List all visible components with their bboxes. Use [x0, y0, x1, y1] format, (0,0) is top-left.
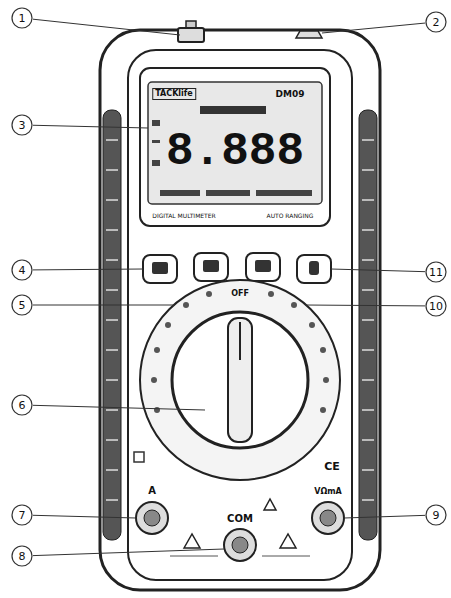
callout-circle [12, 115, 32, 135]
callout-circle [426, 12, 446, 32]
callout-circle [12, 295, 32, 315]
leader-line [33, 515, 136, 518]
jack-rating-lines [170, 556, 310, 557]
callout-circle [12, 260, 32, 280]
leader-line [322, 23, 425, 33]
callout-number: 5 [19, 300, 26, 311]
callout-circle [426, 296, 446, 316]
leader-line [331, 269, 425, 272]
panel-text: AUTO RANGING [267, 213, 314, 219]
input-jacks [136, 502, 344, 561]
lcd-icons [152, 120, 312, 196]
lcd-screen [148, 82, 322, 204]
callout-circle [426, 505, 446, 525]
side-grip [103, 110, 121, 540]
warning-triangles [184, 499, 296, 548]
housing [100, 30, 380, 590]
lcd-symbol-row [200, 106, 266, 114]
callout-number: 3 [19, 120, 26, 131]
callout-number: 7 [19, 510, 26, 521]
lcd-bezel [140, 68, 330, 226]
callout-number: 8 [19, 551, 26, 562]
callout-number: 2 [433, 17, 440, 28]
brand-logo: TACKlife [152, 88, 196, 100]
insulation-symbol [134, 452, 144, 462]
callout-circle [12, 546, 32, 566]
leader-line [33, 549, 224, 556]
leader-line [305, 305, 425, 307]
jack-label: COM [227, 514, 253, 524]
jack-label: VΩmA [314, 488, 342, 496]
callout-circle [12, 8, 32, 28]
leader-line [344, 515, 425, 518]
jack-label: A [148, 486, 156, 496]
leader-line [33, 125, 148, 128]
certification-mark: CE [324, 461, 340, 472]
side-grip [359, 110, 377, 540]
leader-line [33, 405, 205, 410]
leader-line [33, 19, 180, 35]
callout-number: 9 [433, 510, 440, 521]
buttons [143, 253, 331, 283]
model-number: DM09 [276, 90, 305, 99]
ncv-sensor [296, 31, 322, 38]
lcd-digits: 8.888 [166, 129, 304, 175]
callout-number: 10 [429, 301, 443, 312]
leader-line [33, 269, 143, 271]
callout-circle [12, 505, 32, 525]
flashlight [178, 28, 204, 42]
panel-text: DIGITAL MULTIMETER [152, 213, 215, 219]
callout-circle [426, 262, 446, 282]
callout-number: 6 [19, 400, 26, 411]
faceplate [128, 50, 352, 580]
dial-setting: OFF [231, 290, 249, 298]
callout-circle [12, 395, 32, 415]
dial-pointer [228, 318, 252, 442]
callout-number: 1 [19, 13, 26, 24]
leader-line [33, 305, 175, 306]
function-dial-ring [140, 280, 340, 480]
dial-knob [172, 312, 308, 448]
callout-number: 11 [429, 267, 443, 278]
callout-number: 4 [19, 265, 26, 276]
pointer-mark [239, 322, 241, 360]
